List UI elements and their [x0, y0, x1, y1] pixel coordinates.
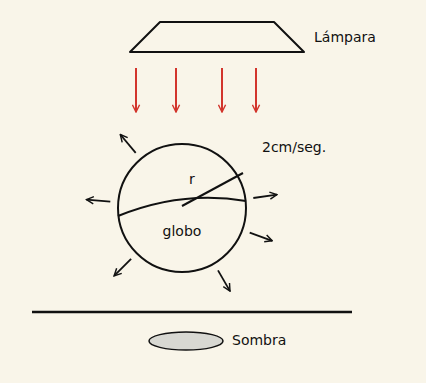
balloon-circle: globo: [117, 143, 247, 273]
light-ray: [255, 68, 257, 112]
light-ray: [221, 68, 223, 112]
node-label: Sombra: [232, 332, 286, 349]
trapezoid-outline: [130, 22, 304, 52]
expansion-arrow: [114, 259, 131, 276]
ellipse-outline: [149, 332, 223, 350]
expansion-arrows: [86, 135, 277, 292]
light-ray: [135, 68, 137, 112]
node-label: globo: [163, 223, 202, 240]
equator-curve: [118, 198, 246, 216]
light-rays: [136, 68, 256, 112]
light-ray: [175, 68, 177, 112]
expansion-arrow: [218, 270, 230, 291]
balloon-circle-shape: [117, 143, 247, 273]
lamp-trapezoid: Lámpara: [128, 20, 306, 54]
expansion-arrow: [250, 233, 273, 241]
shadow-ellipse: Sombra: [148, 331, 224, 351]
rate-label: 2cm/seg.: [262, 139, 326, 156]
ground-line: [32, 311, 352, 314]
shadow-ellipse-shape: [148, 331, 224, 351]
radius-symbol: r: [189, 171, 195, 188]
node-label: Lámpara: [314, 29, 376, 46]
expansion-arrow: [86, 200, 110, 202]
expansion-arrow: [120, 135, 135, 153]
lamp-trapezoid-shape: [128, 20, 306, 54]
circle-outline: [118, 144, 246, 272]
expansion-arrow: [253, 195, 277, 198]
